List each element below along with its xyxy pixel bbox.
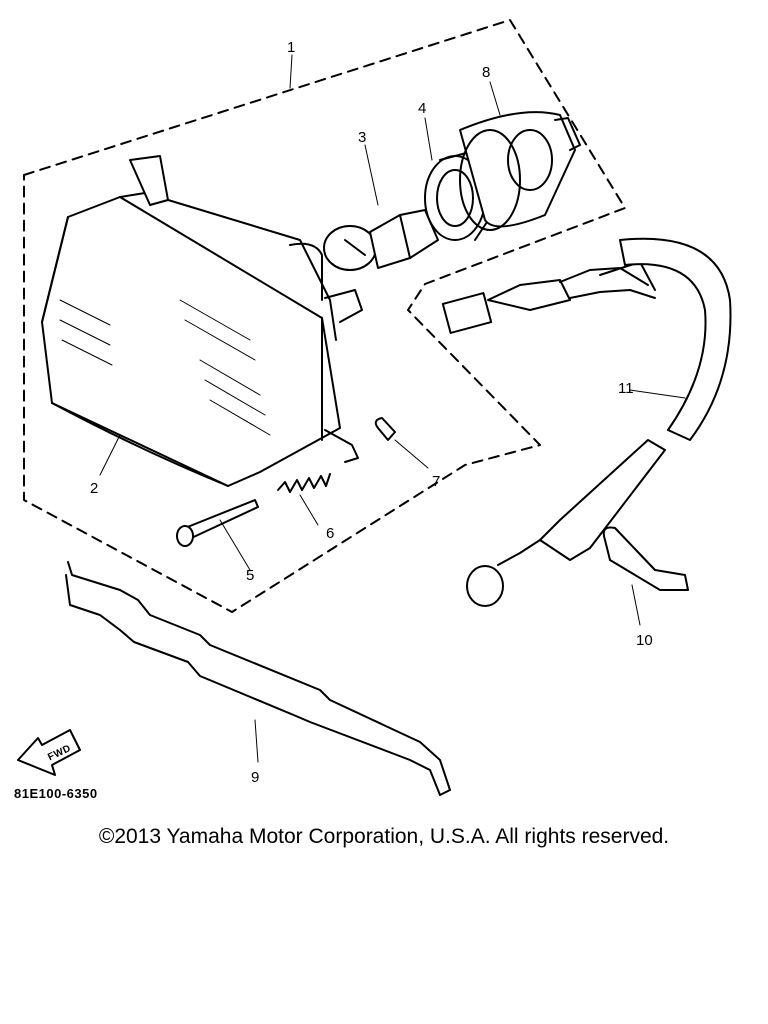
copyright-notice: ©2013 Yamaha Motor Corporation, U.S.A. A…: [98, 825, 670, 848]
part-label-11: 11: [618, 380, 634, 397]
drawing-code: 81E100-6350: [14, 786, 98, 801]
part-label-1: 1: [287, 39, 295, 56]
part-label-7: 7: [432, 473, 440, 490]
part-label-6: 6: [326, 525, 334, 542]
headlight-bulb: [323, 209, 439, 271]
part-label-8: 8: [482, 64, 490, 81]
spring-clip: [374, 417, 429, 469]
part-label-9: 9: [251, 769, 259, 786]
adjusting-spring: [277, 473, 331, 526]
cable-clamp: [602, 526, 689, 626]
forward-arrow-icon: [17, 729, 81, 776]
adjusting-screw: [176, 499, 259, 571]
part-label-2: 2: [90, 480, 98, 497]
part-label-3: 3: [358, 129, 366, 146]
assembly-boundary: [23, 19, 626, 613]
headlight-bracket: [65, 561, 451, 796]
part-label-4: 4: [418, 100, 426, 117]
headlight-unit: [41, 155, 363, 487]
bulb-cover: [459, 111, 581, 231]
wire-harness: [441, 237, 732, 607]
part-label-5: 5: [246, 567, 254, 584]
part-label-10: 10: [636, 632, 653, 649]
